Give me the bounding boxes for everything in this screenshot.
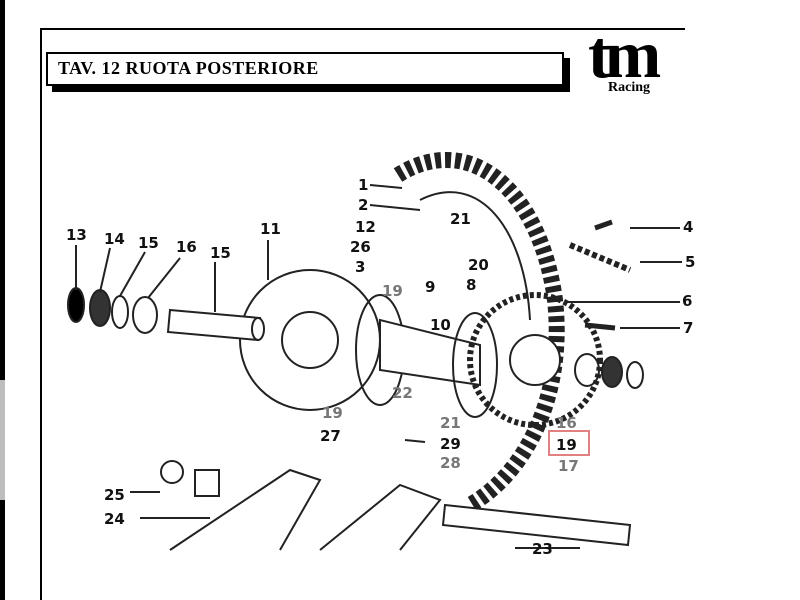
callout-25: 25 [104,486,125,504]
callout-10: 10 [430,316,451,334]
diagram-artwork [67,151,682,551]
left-edge-strip [0,0,5,600]
callout-29: 29 [440,435,461,453]
callout-11: 11 [260,220,281,238]
callout-28: 28 [440,454,461,472]
callout-12: 12 [355,218,376,236]
tm-racing-logo: tm Racing [588,16,688,96]
bearing-right [574,353,600,387]
callout-labels: 1 2 3 4 5 6 7 8 9 10 11 12 13 14 15 16 1… [66,176,695,558]
callout-21: 21 [450,210,471,228]
callout-20: 20 [468,256,489,274]
sprocket-bolt [584,322,616,331]
spacer-tube [166,308,262,342]
logo-subtitle: Racing [608,80,650,95]
callout-19: 19 [322,404,343,422]
callout-2: 2 [358,196,368,214]
callout-3: 3 [355,258,365,276]
callout-13: 13 [66,226,87,244]
callout-15: 15 [138,234,159,252]
swingarm-right [319,483,442,551]
callout-27: 27 [320,427,341,445]
callout-19b: 19 [382,282,403,300]
bearing-left [67,287,85,323]
axle [441,503,632,547]
callout-14: 14 [104,230,125,248]
swingarm-left [169,468,322,551]
callout-15b: 15 [210,244,231,262]
callout-24: 24 [104,510,125,528]
highlight-box [548,430,590,456]
drawing-sheet [40,28,685,600]
page-title: TAV. 12 RUOTA POSTERIORE [58,58,319,78]
callout-1: 1 [358,176,368,194]
callout-22: 22 [392,384,413,402]
callout-6: 6 [682,292,692,310]
callout-4: 4 [683,218,693,236]
chain-adjuster [194,469,220,497]
callout-5: 5 [685,253,695,271]
callout-8: 8 [466,276,476,294]
callout-16: 16 [176,238,197,256]
callout-26: 26 [350,238,371,256]
sprocket [467,292,603,428]
callout-7: 7 [683,319,693,337]
title-box: TAV. 12 RUOTA POSTERIORE [46,52,564,86]
tyre-tread [393,151,565,512]
callout-16b: 16 [556,414,577,432]
axle-nut [160,460,184,484]
logo-mark: tm [588,16,661,92]
hub-flange-right [452,312,498,418]
callout-23: 23 [532,540,553,558]
chain-link [568,242,632,273]
callout-21b: 21 [440,414,461,432]
callout-19-highlighted: 19 [556,436,577,454]
callout-9: 9 [425,278,435,296]
callout-17: 17 [558,457,579,475]
